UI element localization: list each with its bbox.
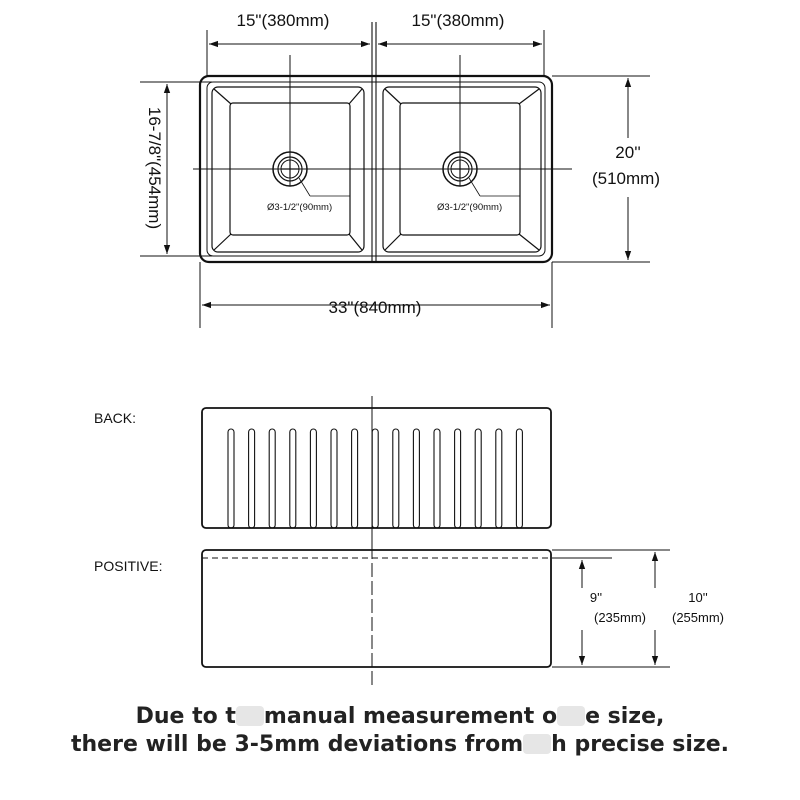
left-drain-icon	[272, 151, 350, 197]
left-drain-label: Ø3-1/2"(90mm)	[267, 202, 332, 213]
back-slat	[351, 428, 359, 529]
overall-depth-dimension	[552, 75, 650, 263]
back-view-label: BACK:	[94, 410, 136, 426]
front-view-label: POSITIVE:	[94, 558, 162, 574]
back-slat	[392, 428, 400, 529]
back-slat	[268, 428, 276, 529]
top-center-lines	[193, 22, 572, 262]
overall-depth-label-line2: (510mm)	[592, 169, 660, 188]
blurred-text	[235, 706, 264, 726]
outer-height-label-line2: (255mm)	[672, 610, 724, 625]
top-width-dimensions	[206, 30, 545, 76]
back-view	[201, 396, 552, 545]
back-slat	[371, 428, 379, 529]
overall-width-label: 33"(840mm)	[329, 298, 422, 317]
back-slat	[289, 428, 297, 529]
inner-height-label-line2: (235mm)	[594, 610, 646, 625]
back-view-slats	[227, 428, 523, 529]
back-slat	[454, 428, 462, 529]
back-slat	[309, 428, 317, 529]
back-slat	[515, 428, 523, 529]
inner-height-label-line1: 9''	[590, 590, 602, 605]
top-view	[140, 22, 650, 328]
back-slat	[433, 428, 441, 529]
left-bowl-width-label: 15"(380mm)	[237, 11, 330, 30]
outer-height-label-line1: 10''	[688, 590, 707, 605]
back-slat	[227, 428, 235, 529]
overall-depth-label-line1: 20''	[615, 143, 640, 162]
back-slat	[248, 428, 256, 529]
back-slat	[330, 428, 338, 529]
back-slat	[474, 428, 482, 529]
blurred-text	[523, 734, 552, 754]
right-drain-icon	[442, 151, 520, 197]
bowl-depth-dimension	[140, 81, 212, 257]
right-drain-label: Ø3-1/2"(90mm)	[437, 202, 502, 213]
bowl-depth-label: 16-7/8"(454mm)	[145, 107, 164, 229]
right-bowl-width-label: 15"(380mm)	[412, 11, 505, 30]
front-view-outline	[201, 549, 552, 668]
overall-width-dimension	[199, 262, 553, 328]
blurred-text	[557, 706, 586, 726]
back-slat	[495, 428, 503, 529]
back-slat	[412, 428, 420, 529]
